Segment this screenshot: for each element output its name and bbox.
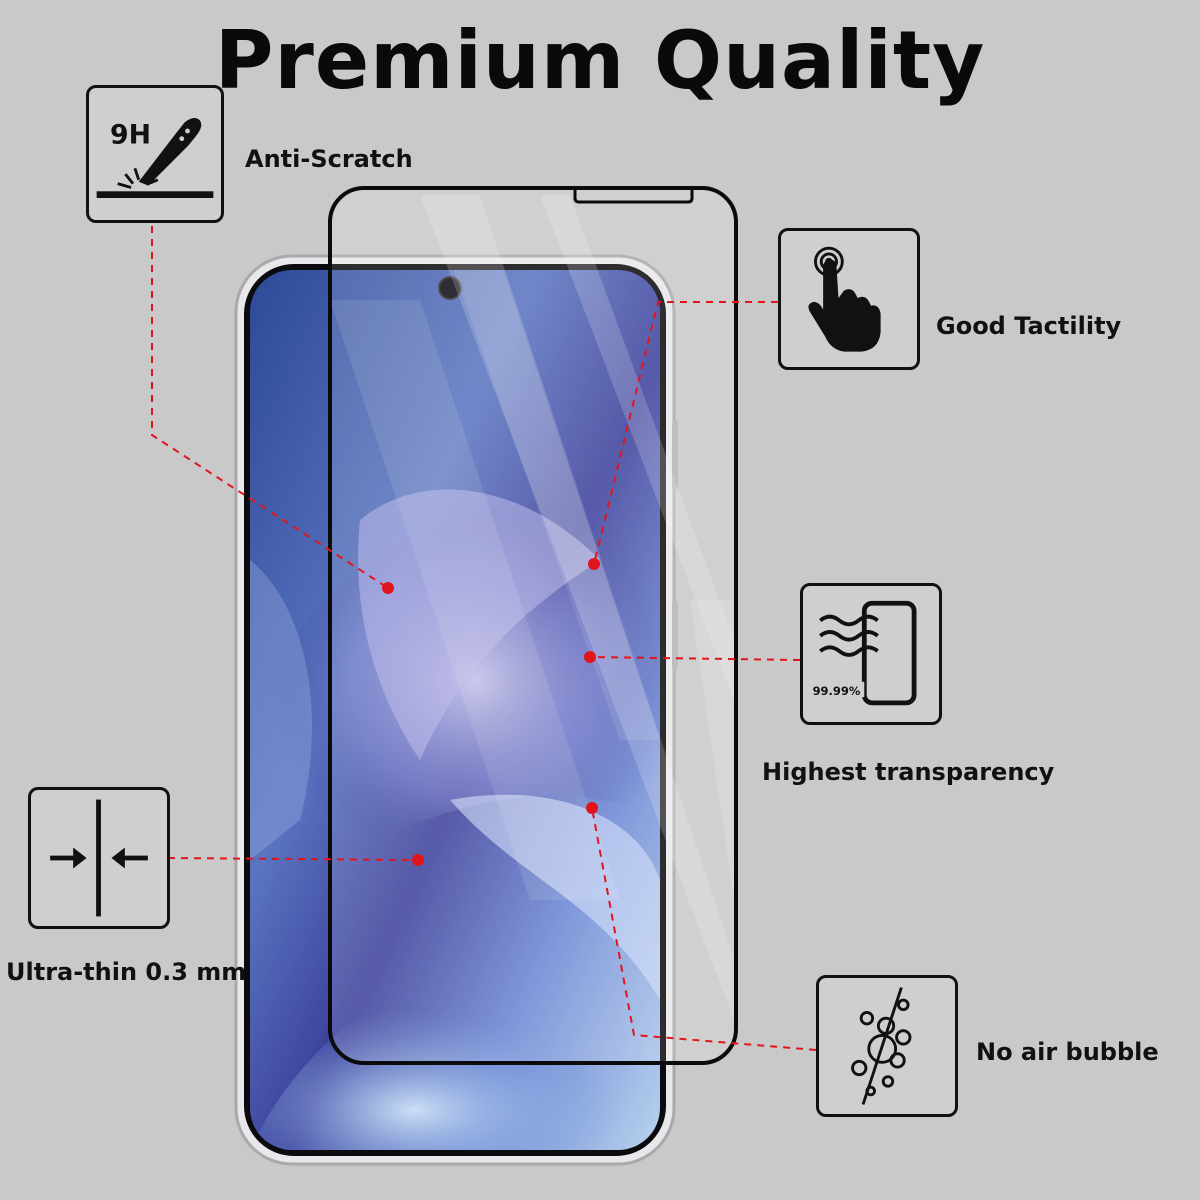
transparency-badge: 99.99% [813,684,861,698]
no-bubble-label: No air bubble [976,1038,1159,1066]
callout-dot [584,651,596,663]
callout-dot [588,558,600,570]
hardness-badge: 9H [110,119,151,150]
no-bubble-box [816,975,958,1117]
transparency-box: 99.99% [800,583,942,725]
callout-dot [412,854,424,866]
thin-arrows-icon [50,799,148,917]
ultra-thin-label: Ultra-thin 0.3 mm [6,958,247,986]
touch-finger-icon [808,246,881,352]
transparency-icon: 99.99% [810,600,917,706]
callout-line-no-bubble [591,807,817,1051]
callout-line-anti-scratch [151,226,389,589]
anti-scratch-label: Anti-Scratch [245,145,413,173]
callout-lines [151,226,817,1051]
callout-line-transparency [589,656,801,661]
bubbles-icon [851,987,912,1105]
tactility-label: Good Tactility [936,312,1122,340]
anti-scratch-box: 9H [86,85,224,223]
ultra-thin-box [28,787,170,929]
transparency-label: Highest transparency [762,758,1055,786]
knife-scratch-icon: 9H [96,118,214,198]
callout-dot [382,582,394,594]
callout-line-ultra-thin [167,857,419,861]
screen-protector [328,186,738,1065]
callout-dots [382,558,600,866]
callout-line-tactility [593,301,778,565]
callout-dot [586,802,598,814]
page-title: Premium Quality [214,14,986,107]
tactility-box [778,228,920,370]
phone-screen [250,270,660,1150]
